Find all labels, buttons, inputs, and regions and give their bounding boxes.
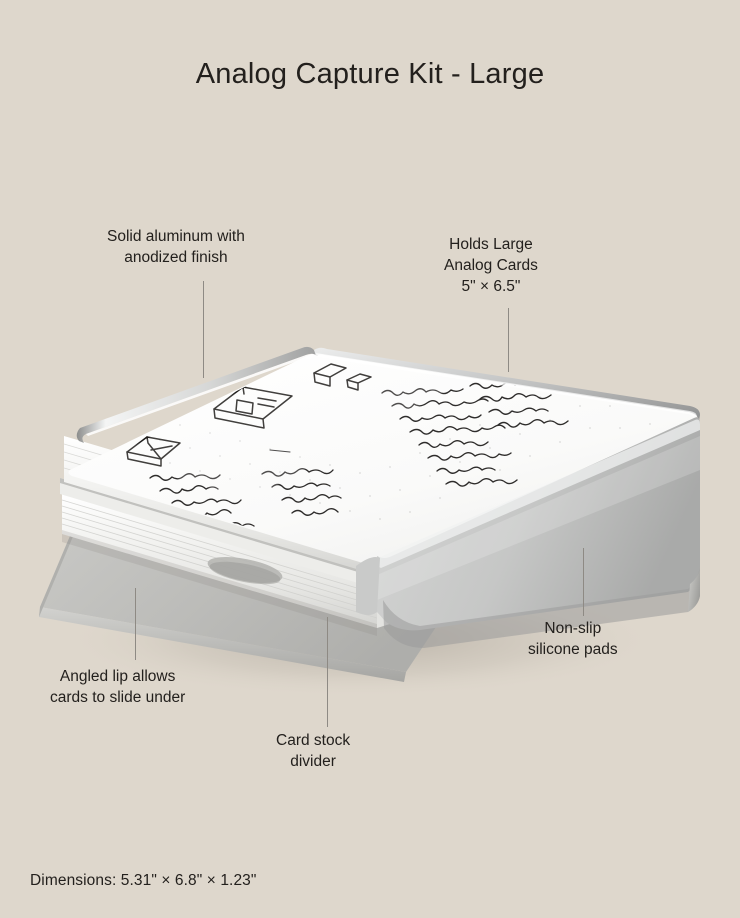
silicone-pad-part — [207, 556, 700, 612]
top-card-face — [68, 350, 698, 573]
callout-card-divider-line2: divider — [290, 753, 336, 770]
tray-wall-right-top-bevel — [376, 419, 700, 568]
card-sketch-icons — [126, 363, 372, 467]
callout-card-divider-line1: Card stock — [276, 732, 351, 749]
callout-angled-lip-line2: cards to slide under — [50, 689, 186, 706]
tray-wall-right — [374, 417, 700, 631]
card-stack-upper-front — [64, 436, 380, 576]
card-stack-upper — [63, 436, 665, 576]
callout-angled-lip-line1: Angled lip allows — [59, 668, 176, 685]
card-stack-lower — [61, 494, 660, 628]
callout-holds-cards-line2: Analog Cards — [444, 257, 538, 274]
top-card-part — [68, 350, 698, 573]
callout-solid-aluminum-line1: Solid aluminum with — [107, 228, 245, 245]
card-handwriting — [149, 381, 569, 558]
silicone-pad-right — [688, 566, 700, 612]
stack-contact-shadow — [62, 530, 377, 636]
leader-line-card-divider — [327, 617, 328, 727]
card-stock-divider-part — [60, 478, 662, 589]
silicone-pad-left — [207, 556, 283, 584]
divider-shadow-top — [60, 478, 378, 578]
tray-rim-back-left — [76, 346, 319, 443]
leader-line-solid-aluminum — [203, 281, 204, 378]
callout-angled-lip: Angled lip allows cards to slide under — [50, 666, 185, 708]
divider-right — [378, 486, 662, 589]
callout-silicone-pads-line1: Non-slip — [544, 620, 602, 637]
dimensions-label: Dimensions: 5.31" × 6.8" × 1.23" — [30, 872, 257, 889]
tray-wall-left-corner — [356, 557, 380, 615]
card-stack-lower-right — [377, 500, 660, 628]
top-card-sheen — [110, 353, 470, 500]
tray-body-part — [76, 346, 700, 648]
callout-solid-aluminum-line2: anodized finish — [124, 249, 228, 266]
silicone-pad-left-shade — [209, 561, 281, 585]
card-edge-lines — [61, 499, 378, 619]
card-dot-grid — [139, 386, 651, 520]
callout-holds-cards-line3: 5" × 6.5" — [461, 278, 521, 295]
card-edge-lines-upper — [63, 443, 381, 562]
callout-silicone-pads: Non-slip silicone pads — [528, 618, 618, 660]
callout-holds-cards-line1: Holds Large — [449, 236, 533, 253]
base-plate-part — [39, 517, 470, 682]
base-plate-highlight — [79, 521, 462, 584]
tray-wall-right-shade — [377, 436, 700, 600]
leader-line-holds-cards — [508, 308, 509, 372]
callout-holds-cards: Holds Large Analog Cards 5" × 6.5" — [444, 234, 538, 297]
card-stack-lower-front — [62, 494, 377, 628]
leader-line-silicone-pads — [583, 548, 584, 616]
tray-rim-back-right — [314, 347, 700, 421]
divider-front — [60, 478, 378, 589]
callout-solid-aluminum: Solid aluminum with anodized finish — [107, 226, 245, 268]
tray-rim-back-left-highlight — [86, 354, 314, 436]
base-plate-left-edge — [39, 517, 78, 617]
leader-line-angled-lip — [135, 588, 136, 660]
page-title: Analog Capture Kit - Large — [195, 58, 545, 90]
tray-rim-back-right-highlight — [316, 353, 697, 417]
callout-card-divider: Card stock divider — [276, 730, 350, 772]
card-stack-upper-right — [380, 441, 665, 576]
base-plate-top — [40, 517, 470, 672]
callout-silicone-pads-line2: silicone pads — [528, 641, 618, 658]
